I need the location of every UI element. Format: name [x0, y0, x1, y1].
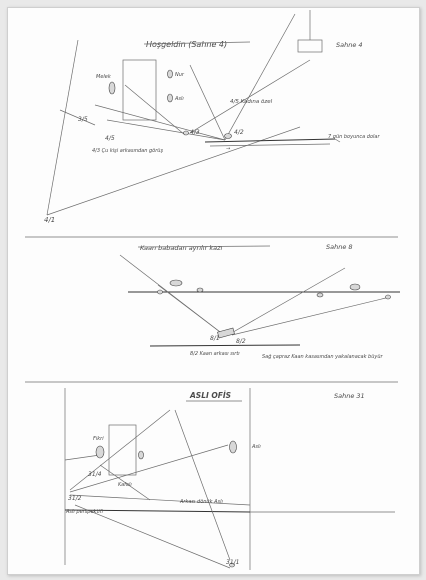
camera-line — [125, 85, 185, 135]
camera-line — [120, 255, 224, 335]
figure-icon — [197, 288, 203, 292]
figure-icon — [184, 131, 189, 135]
figure-label: Melek — [96, 74, 112, 80]
shot-label: 31/2 — [68, 495, 82, 502]
floor-line — [150, 345, 300, 346]
figure-icon — [170, 280, 182, 286]
camera-icon — [217, 328, 234, 338]
note-4-2: 7 gün boyunca dolar — [328, 134, 380, 140]
figure-icon — [168, 94, 173, 102]
note-center: Kafalı — [118, 482, 132, 488]
scene-31-sahne-label: Sahne 31 — [334, 392, 365, 400]
door-shape — [298, 40, 322, 52]
camera-line — [70, 410, 170, 490]
camera-line — [228, 268, 345, 335]
note-left: 8/2 Kaan arkası sırtı — [190, 351, 240, 357]
camera-line — [47, 40, 78, 215]
figure-icon — [350, 284, 360, 290]
shot-label: 4/3 — [190, 129, 200, 136]
camera-line — [175, 410, 230, 560]
note-right: Sağ çapraz Kaan kasasından yakalanacak b… — [262, 354, 384, 360]
figure-icon — [96, 446, 104, 458]
figure-icon — [158, 290, 163, 294]
figure-icon — [139, 451, 144, 459]
figure-icon — [168, 70, 173, 78]
figure-icon — [386, 295, 391, 299]
desk-shape — [109, 425, 136, 475]
note-bottom: Aslı perspektifi — [65, 509, 104, 515]
desk-shape — [123, 60, 156, 120]
camera-line — [225, 14, 295, 140]
shot-label: 4/5 — [105, 135, 115, 142]
shot-label: 8/1 — [210, 335, 220, 342]
scene-31-section: ASLI OFİS Sahne 31 Fikri Aslı — [65, 388, 395, 570]
arrow-mark: → — [226, 146, 230, 152]
note-right: Arkası dönük Aslı — [179, 499, 223, 505]
figure-icon — [317, 293, 323, 297]
figure-icon — [225, 134, 232, 139]
shot-label: 4/1 — [44, 216, 55, 224]
shot-label: 31/1 — [226, 559, 239, 566]
scene-4-heading: Hoşgeldin (Sahne 4) — [146, 40, 227, 49]
camera-line — [232, 297, 390, 335]
shot-label: 3/5 — [78, 116, 88, 123]
shot-label: 31/4 — [88, 471, 102, 478]
scene-8-heading: Kaan babadan ayrılır kazı — [140, 244, 223, 252]
camera-line — [65, 455, 100, 460]
figure-label: Aslı — [251, 444, 261, 450]
camera-line — [190, 60, 310, 133]
figure-label: Fikri — [93, 436, 104, 442]
camera-line — [107, 120, 225, 140]
camera-line — [70, 495, 250, 505]
camera-line — [70, 445, 228, 492]
note-4-3: 4/3 Çu kişi arkasından görüş — [92, 148, 163, 154]
scene-31-heading: ASLI OFİS — [189, 391, 231, 400]
figure-label: Aslı — [174, 96, 184, 102]
figure-icon — [230, 441, 237, 453]
figure-icon — [109, 82, 115, 94]
scene-4-sahne-label: Sahne 4 — [336, 41, 363, 49]
shot-label: 8/2 — [236, 338, 246, 345]
shot-label: 4/2 — [234, 129, 244, 136]
scene-4-section: Hoşgeldin (Sahne 4) Sahne 4 — [44, 10, 380, 224]
note-4-5: 4/5 Kadına özel — [230, 99, 273, 105]
figure-label: Nur — [175, 72, 185, 78]
scene-8-sahne-label: Sahne 8 — [326, 243, 353, 251]
scene-8-section: Kaan babadan ayrılır kazı Sahne 8 8/1 8/… — [120, 243, 400, 360]
